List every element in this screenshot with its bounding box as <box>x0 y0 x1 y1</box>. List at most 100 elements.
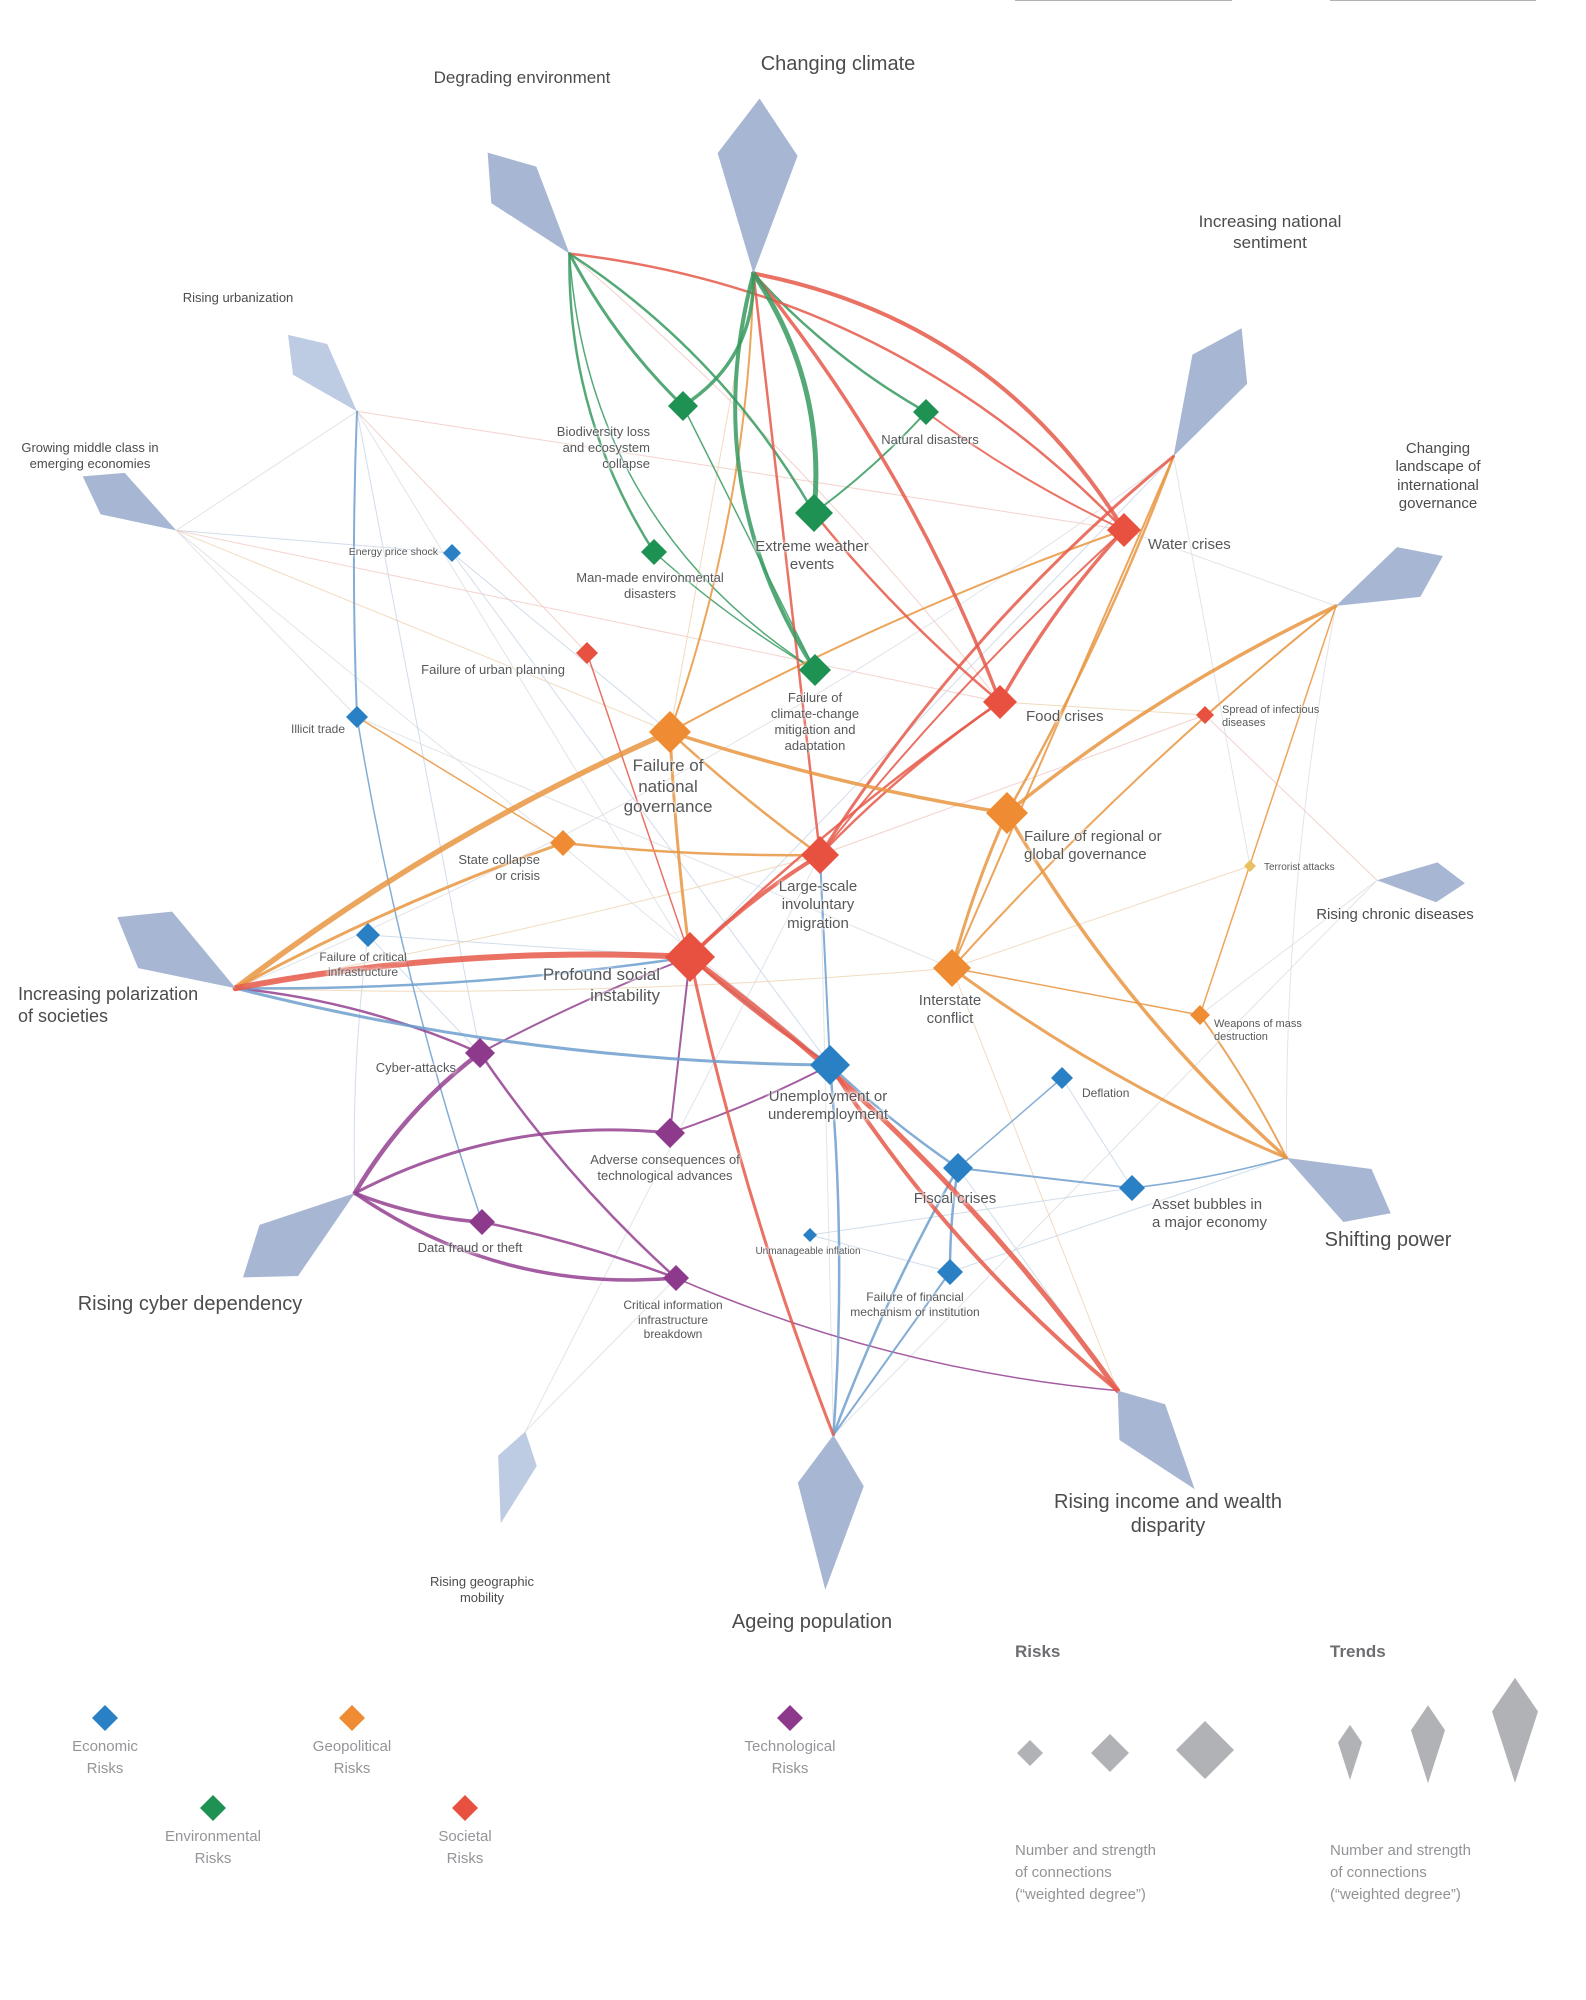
risk-node-spread-infectious[interactable] <box>1196 706 1214 724</box>
edge-illicit-trade--state-collapse <box>356 716 564 844</box>
risk-node-extreme-weather[interactable] <box>795 494 833 532</box>
label-illicit-trade: Illicit trade <box>290 722 346 736</box>
edge-failure-urban-planning--profound-social-instability <box>586 652 691 958</box>
trend-node-shifting-power[interactable] <box>1286 1157 1391 1223</box>
trend-node-rising-urbanization[interactable] <box>288 334 357 412</box>
edge-changing-landscape-governance--water-crises <box>1123 529 1337 607</box>
risk-node-terrorist-attacks[interactable] <box>1244 860 1256 872</box>
risk-node-weapons-mass-destruction[interactable] <box>1190 1005 1210 1025</box>
trend-node-rising-income-disparity[interactable] <box>1117 1390 1195 1490</box>
trend-node-rising-cyber-dependency[interactable] <box>243 1193 355 1278</box>
edge-energy-price-shock--failure-national-governance <box>451 552 671 733</box>
trend-node-rising-chronic-diseases[interactable] <box>1376 862 1465 903</box>
risk-node-critical-info-breakdown[interactable] <box>663 1265 689 1291</box>
label-rising-cyber-dependency: Rising cyber dependency <box>77 1293 303 1315</box>
edge-rising-cyber-dependency--data-fraud <box>353 1191 484 1224</box>
risk-node-profound-social-instability[interactable] <box>665 932 715 982</box>
trend-node-changing-climate[interactable] <box>717 98 798 274</box>
risk-node-interstate-conflict[interactable] <box>933 949 971 987</box>
edge-increasing-polarization--interstate-conflict <box>235 967 953 992</box>
trend-node-increasing-polarization[interactable] <box>117 911 236 989</box>
trend-node-rising-geographic-mobility[interactable] <box>498 1431 537 1524</box>
edge-rising-cyber-dependency--cyber-attacks <box>352 1050 483 1196</box>
edge-rising-cyber-dependency--adverse-tech <box>353 1128 672 1195</box>
edge-cyber-attacks--critical-info-breakdown <box>478 1051 678 1280</box>
edge-degrading-environment--food-crises <box>568 253 1001 703</box>
edge-increasing-polarization--state-collapse <box>234 841 565 990</box>
legend-diamond-geopolitical <box>339 1705 365 1731</box>
risk-node-natural-disasters[interactable] <box>913 399 939 425</box>
risk-node-food-crises[interactable] <box>983 685 1017 719</box>
edge-growing-middle-class--failure-national-governance <box>175 529 671 733</box>
edge-growing-middle-class--unemployment <box>175 529 831 1066</box>
risk-node-man-made-environmental-disasters[interactable] <box>641 539 667 565</box>
trend-node-ageing-population[interactable] <box>797 1434 864 1590</box>
edge-water-crises--food-crises <box>998 528 1126 704</box>
edge-profound-social-instability--rising-income-disparity <box>687 954 1121 1394</box>
legend-diamond-economic <box>92 1705 118 1731</box>
risk-node-failure-urban-planning[interactable] <box>576 642 598 664</box>
edge-large-scale-migration--profound-social-instability <box>688 853 822 959</box>
trends-legend-title: Trends <box>1330 1642 1386 1661</box>
risk-node-unmanageable-inflation[interactable] <box>803 1228 817 1242</box>
edge-terrorist-attacks--increasing-national-sentiment <box>1173 455 1251 867</box>
risk-node-failure-critical-infrastructure[interactable] <box>356 923 380 947</box>
risk-node-fiscal-crises[interactable] <box>943 1153 973 1183</box>
edge-degrading-environment--man-made-environmental-disasters <box>568 252 656 554</box>
edge-cyber-attacks--increasing-polarization <box>234 986 482 1055</box>
label-deflation: Deflation <box>1082 1086 1130 1100</box>
edge-shifting-power--weapons-mass-destruction <box>1199 1014 1288 1159</box>
risk-node-data-fraud[interactable] <box>469 1209 495 1235</box>
trend-node-growing-middle-class[interactable] <box>82 472 177 531</box>
edge-weapons-mass-destruction--rising-chronic-diseases <box>1199 879 1378 1016</box>
risk-node-deflation[interactable] <box>1051 1067 1073 1089</box>
legend-diamond-societal <box>452 1795 478 1821</box>
risk-node-failure-regional-governance[interactable] <box>986 792 1028 834</box>
trend-node-increasing-national-sentiment[interactable] <box>1173 328 1248 457</box>
edge-ageing-population--failure-financial-mechanism <box>832 1271 951 1436</box>
edge-illicit-trade--interstate-conflict <box>356 716 953 969</box>
risk-node-failure-financial-mechanism[interactable] <box>937 1259 963 1285</box>
edge-profound-social-instability--increasing-polarization <box>232 951 693 992</box>
risk-node-biodiversity-loss[interactable] <box>668 391 698 421</box>
label-data-fraud: Data fraud or theft <box>417 1240 523 1255</box>
risk-node-energy-price-shock[interactable] <box>443 544 461 562</box>
risk-node-asset-bubbles[interactable] <box>1119 1175 1145 1201</box>
trend-node-changing-landscape-governance[interactable] <box>1335 547 1443 606</box>
edge-increasing-national-sentiment--increasing-polarization <box>235 455 1175 989</box>
trend-node-degrading-environment[interactable] <box>487 152 570 254</box>
risk-node-large-scale-migration[interactable] <box>801 836 839 874</box>
edge-rising-geographic-mobility--critical-info-breakdown <box>524 1277 677 1432</box>
edge-rising-cyber-dependency--critical-info-breakdown <box>353 1191 678 1282</box>
risk-node-adverse-tech[interactable] <box>655 1118 685 1148</box>
risk-node-illicit-trade[interactable] <box>346 706 368 728</box>
risk-node-cyber-attacks[interactable] <box>465 1038 495 1068</box>
edge-increasing-national-sentiment--interstate-conflict <box>951 455 1175 969</box>
edge-degrading-environment--failure-climate-mitigation <box>568 252 816 671</box>
edge-unemployment--rising-income-disparity <box>828 1063 1120 1393</box>
risk-node-unemployment[interactable] <box>810 1045 850 1085</box>
edge-deflation--asset-bubbles <box>1061 1077 1133 1189</box>
edge-adverse-tech--profound-social-instability <box>669 956 691 1134</box>
risk-node-water-crises[interactable] <box>1107 513 1141 547</box>
trends-size-kite-3 <box>1492 1677 1538 1783</box>
edge-changing-climate--natural-disasters <box>752 272 928 414</box>
risk-node-failure-climate-mitigation[interactable] <box>799 654 831 686</box>
edge-changing-landscape-governance--weapons-mass-destruction <box>1199 605 1337 1016</box>
risk-node-failure-national-governance[interactable] <box>649 711 691 753</box>
risk-node-state-collapse[interactable] <box>550 830 576 856</box>
edge-degrading-environment--biodiversity-loss <box>567 252 685 408</box>
